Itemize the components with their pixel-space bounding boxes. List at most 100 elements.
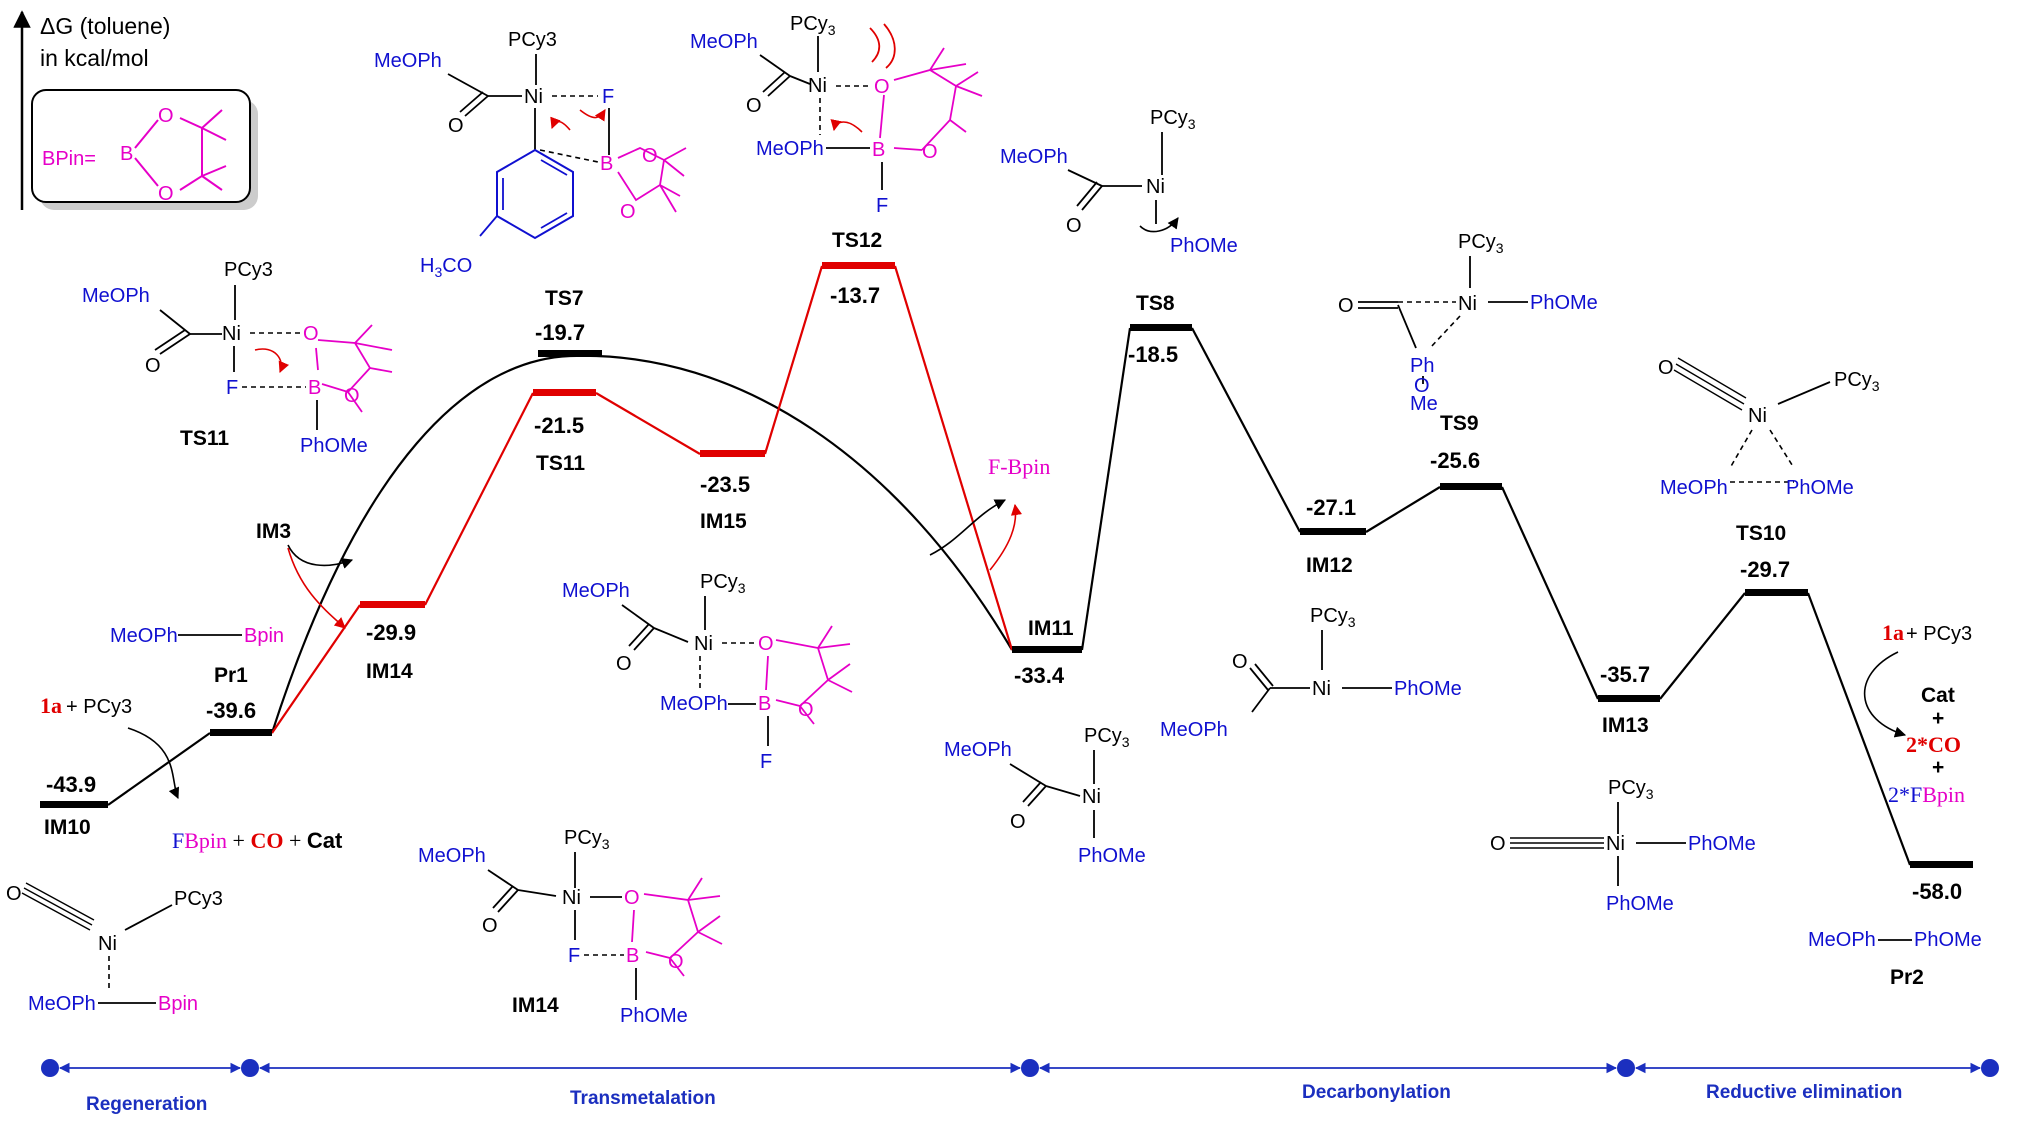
bar-ts11 — [533, 389, 596, 396]
svg-text:O: O — [482, 915, 498, 937]
svg-text:PCy3: PCy3 — [174, 888, 223, 910]
meoph-bpin-left: MeOPh — [110, 625, 178, 647]
name-im13: IM13 — [1602, 714, 1649, 737]
bar-im15 — [700, 450, 765, 457]
value-pr2: -58.0 — [1912, 879, 1962, 904]
meoph-bpin-right: Bpin — [244, 625, 284, 647]
svg-text:Ni: Ni — [222, 323, 241, 345]
svg-text:PCy3: PCy3 — [1150, 107, 1196, 132]
energy-levels — [40, 262, 1973, 868]
svg-text:PCy3: PCy3 — [224, 259, 273, 281]
name-ts7: TS7 — [545, 287, 584, 310]
plus-pcy3-left: + PCy3 — [66, 696, 132, 718]
svg-text:B: B — [308, 377, 321, 399]
value-im12: -27.1 — [1306, 495, 1356, 520]
svg-text:MeOPh: MeOPh — [660, 693, 728, 715]
cat-right: Cat — [1921, 684, 1955, 707]
svg-text:O: O — [1232, 651, 1248, 673]
svg-text:O: O — [922, 141, 938, 163]
plus-pcy3-right: + PCy3 — [1906, 623, 1972, 645]
svg-text:PhOMe: PhOMe — [1688, 833, 1756, 855]
svg-text:O: O — [145, 355, 161, 377]
svg-text:B: B — [600, 153, 613, 175]
bar-im12 — [1300, 528, 1366, 535]
svg-text:PhOMe: PhOMe — [1530, 292, 1598, 314]
svg-text:MeOPh: MeOPh — [1160, 719, 1228, 741]
phase-dot-2 — [1021, 1059, 1039, 1077]
black-pathway — [107, 327, 1912, 866]
value-ts8: -18.5 — [1128, 342, 1178, 367]
svg-text:O: O — [303, 323, 319, 345]
value-ts11: -21.5 — [534, 413, 584, 438]
name-im15: IM15 — [700, 510, 747, 533]
phase-transmetalation: Transmetalation — [570, 1088, 716, 1109]
value-ts9: -25.6 — [1430, 448, 1480, 473]
svg-text:O: O — [344, 385, 360, 407]
svg-text:PhOMe: PhOMe — [1394, 678, 1462, 700]
phase-bar: Regeneration Transmetalation Decarbonyla… — [41, 1059, 1999, 1115]
name-ts9: TS9 — [1440, 412, 1479, 435]
bar-im11 — [1012, 646, 1082, 653]
svg-text:Ni: Ni — [1312, 678, 1331, 700]
bpin-legend-label: BPin= — [42, 148, 96, 170]
bar-ts9 — [1440, 483, 1502, 490]
im10-structure: O Ni PCy3 MeOPh Bpin — [6, 882, 223, 1015]
y-axis-label-line1: ΔG (toluene) — [40, 13, 170, 39]
bar-ts12 — [822, 262, 895, 269]
svg-text:PCy3: PCy3 — [1310, 605, 1356, 630]
svg-text:MeOPh: MeOPh — [28, 993, 96, 1015]
bar-im13 — [1598, 695, 1660, 702]
reductive-elimination-products: 1a + PCy3 Cat + 2*CO + 2*FBpin — [1863, 620, 1972, 807]
svg-text:Ni: Ni — [1458, 293, 1477, 315]
svg-text:Bpin: Bpin — [158, 993, 198, 1015]
name-ts11: TS11 — [536, 452, 585, 475]
value-ts12: -13.7 — [830, 283, 880, 308]
fbpin-release-label: F-Bpin — [988, 454, 1050, 479]
svg-text:Ni: Ni — [1082, 786, 1101, 808]
svg-text:Ph: Ph — [1410, 355, 1434, 377]
name-im11: IM11 — [1028, 617, 1074, 640]
level-labels: -43.9 IM10 Pr1 -39.6 -29.9 IM14 TS7 -19.… — [44, 229, 1962, 989]
svg-text:O: O — [616, 653, 632, 675]
svg-text:PCy3: PCy3 — [1458, 231, 1504, 256]
svg-text:MeOPh: MeOPh — [82, 285, 150, 307]
phase-reductive-elimination: Reductive elimination — [1706, 1082, 1902, 1103]
value-ts10: -29.7 — [1740, 557, 1790, 582]
svg-text:Ni: Ni — [1748, 405, 1767, 427]
svg-text:F: F — [568, 945, 580, 967]
svg-text:PCy3: PCy3 — [790, 13, 836, 38]
svg-text:F: F — [226, 377, 238, 399]
svg-text:B: B — [758, 693, 771, 715]
bar-im14 — [360, 601, 425, 608]
svg-text:PhOMe: PhOMe — [300, 435, 368, 457]
value-pr1: -39.6 — [206, 698, 256, 723]
im3-annotation: IM3 MeOPh Bpin — [110, 520, 354, 647]
im3-label: IM3 — [256, 520, 291, 543]
svg-text:O: O — [1414, 375, 1430, 397]
svg-text:O: O — [758, 633, 774, 655]
svg-text:PCy3: PCy3 — [700, 571, 746, 596]
svg-text:O: O — [1338, 295, 1354, 317]
im11-rotation-structure: PCy3 MeOPh O Ni PhOMe — [1000, 107, 1238, 257]
one-a-right: 1a — [1882, 620, 1904, 645]
svg-text:PhOMe: PhOMe — [1078, 845, 1146, 867]
im12-structure: PCy3 O Ni PhOMe MeOPh — [1160, 605, 1462, 741]
svg-text:H3CO: H3CO — [420, 255, 472, 280]
svg-text:IM14: IM14 — [512, 994, 559, 1017]
bar-ts10 — [1745, 589, 1808, 596]
svg-text:Ni: Ni — [1606, 833, 1625, 855]
svg-text:Me: Me — [1410, 393, 1438, 415]
y-axis-label-line2: in kcal/mol — [40, 45, 149, 71]
name-im14: IM14 — [366, 660, 413, 683]
bar-ts8 — [1130, 324, 1192, 331]
svg-text:O: O — [158, 105, 174, 127]
svg-text:MeOPh: MeOPh — [418, 845, 486, 867]
name-im10: IM10 — [44, 816, 91, 839]
svg-text:+: + — [1932, 756, 1944, 779]
svg-text:MeOPh: MeOPh — [1000, 146, 1068, 168]
two-fbpin: 2*FBpin — [1888, 782, 1965, 807]
svg-text:B: B — [872, 139, 885, 161]
name-ts8: TS8 — [1136, 292, 1175, 315]
svg-text:F: F — [760, 751, 772, 773]
